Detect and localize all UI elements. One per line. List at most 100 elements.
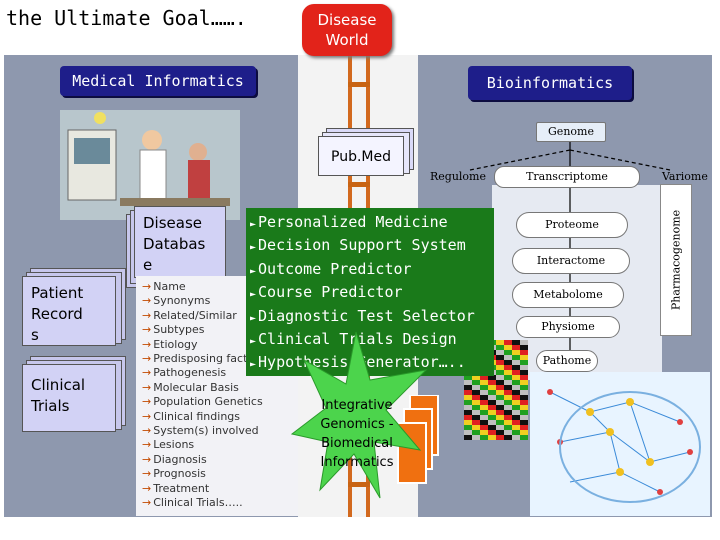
arrow-icon: →	[142, 337, 152, 351]
regulome-label: Regulome	[430, 170, 486, 183]
disease-world-line2: World	[325, 31, 369, 49]
disease-world-line1: Disease	[317, 11, 377, 29]
arrow-icon: →	[142, 294, 152, 308]
physiome-node: Physiome	[516, 316, 620, 338]
integrative-genomics-label: Integrative Genomics - Biomedical Inform…	[302, 396, 412, 472]
disease-attribute-item: →Lesions	[142, 438, 264, 452]
triangle-bullet-icon: ►	[250, 359, 257, 371]
disease-attribute-item: →Pathogenesis	[142, 366, 264, 380]
arrow-icon: →	[142, 280, 152, 293]
omics-connector-lines	[469, 142, 671, 350]
variome-label: Variome	[662, 170, 708, 183]
interactome-node: Interactome	[512, 248, 630, 274]
clinic-illustration	[60, 110, 240, 220]
disease-attribute-label: Synonyms	[153, 294, 211, 308]
goal-label: Decision Support System	[258, 236, 466, 255]
goal-label: Outcome Predictor	[258, 259, 412, 278]
goal-label: Personalized Medicine	[258, 213, 448, 231]
disease-attribute-item: →Name	[142, 280, 264, 294]
page-title: the Ultimate Goal…….	[6, 6, 247, 30]
disease-attribute-item: →Population Genetics	[142, 395, 264, 409]
metabolome-node: Metabolome	[512, 282, 624, 308]
disease-attribute-item: →Treatment	[142, 482, 264, 496]
arrow-icon: →	[142, 496, 152, 510]
arrow-icon: →	[142, 395, 152, 409]
goal-item: ►Diagnostic Test Selector	[250, 306, 475, 329]
pathome-node: Pathome	[536, 350, 598, 372]
disease-attribute-label: Molecular Basis	[153, 380, 239, 394]
arrow-icon: →	[142, 452, 152, 466]
arrow-icon: →	[142, 323, 152, 337]
triangle-bullet-icon: ►	[250, 336, 257, 348]
disease-attribute-label: Lesions	[153, 438, 195, 452]
goal-item: ►Decision Support System	[250, 235, 475, 258]
disease-attribute-label: Treatment	[153, 481, 210, 495]
disease-attribute-label: Clinical Trials…..	[153, 496, 243, 510]
pubmed-stack: Pub.Med	[318, 128, 414, 176]
disease-attribute-label: Name	[153, 280, 186, 293]
integrative-line4: Informatics	[320, 455, 394, 470]
triangle-bullet-icon: ►	[250, 312, 257, 324]
medical-informatics-banner: Medical Informatics	[60, 66, 256, 96]
goal-item: ►Outcome Predictor	[250, 259, 475, 282]
arrow-icon: →	[142, 409, 152, 423]
arrow-icon: →	[142, 424, 152, 438]
pharmacogenome-label: Pharmacogenome	[669, 209, 683, 311]
genome-node: Genome	[536, 122, 606, 142]
disease-attribute-item: →Predisposing factors	[142, 352, 264, 366]
patient-rec-line3: s	[31, 326, 39, 344]
disease-attribute-label: System(s) involved	[153, 424, 259, 438]
disease-attribute-item: →System(s) involved	[142, 424, 264, 438]
disease-attribute-item: →Related/Similar	[142, 309, 264, 323]
clinical-trials-stack: Clinical Trials	[22, 356, 126, 432]
disease-db-line2: Databas	[143, 235, 206, 253]
arrow-icon: →	[142, 438, 152, 452]
triangle-bullet-icon: ►	[250, 242, 257, 254]
expression-heatmap-image	[464, 340, 528, 440]
bioinformatics-banner: Bioinformatics	[468, 66, 632, 100]
goal-item: ►Personalized Medicine	[250, 212, 475, 235]
disease-attribute-item: →Prognosis	[142, 467, 264, 481]
integrative-line1: Integrative	[321, 398, 393, 413]
patient-rec-line1: Patient	[31, 284, 84, 302]
disease-world-badge: Disease World	[302, 4, 392, 56]
arrow-icon: →	[142, 380, 152, 394]
disease-attribute-label: Related/Similar	[153, 308, 237, 322]
clinical-trials-line1: Clinical	[31, 376, 86, 394]
transcriptome-node: Transcriptome	[494, 166, 640, 188]
patient-rec-line2: Record	[31, 305, 83, 323]
disease-db-line1: Disease	[143, 214, 202, 232]
disease-attribute-label: Predisposing factors	[153, 352, 265, 366]
goal-label: Course Predictor	[258, 283, 403, 302]
integrative-line2: Genomics -	[320, 417, 394, 432]
goal-item: ►Course Predictor	[250, 282, 475, 305]
disease-attribute-item: →Clinical findings	[142, 410, 264, 424]
proteome-node: Proteome	[516, 212, 628, 238]
patient-records-label: Patient Record s	[22, 276, 116, 346]
triangle-bullet-icon: ►	[250, 289, 257, 301]
clinical-trials-line2: Trials	[31, 397, 70, 415]
disease-db-label: Disease Databas e	[134, 206, 226, 278]
disease-attribute-label: Pathogenesis	[153, 366, 227, 380]
patient-records-stack: Patient Record s	[22, 268, 126, 346]
integrative-line3: Biomedical	[321, 436, 393, 451]
disease-attribute-label: Subtypes	[153, 323, 205, 337]
goal-label: Diagnostic Test Selector	[258, 306, 475, 325]
goals-box	[246, 208, 494, 376]
disease-database-stack: Disease Databas e	[126, 206, 226, 288]
disease-attribute-item: →Clinical Trials…..	[142, 496, 264, 510]
disease-attribute-label: Prognosis	[153, 467, 206, 481]
disease-attribute-label: Population Genetics	[153, 395, 263, 409]
disease-attribute-label: Diagnosis	[153, 452, 207, 466]
triangle-bullet-icon: ►	[250, 219, 257, 230]
disease-attribute-item: →Etiology	[142, 338, 264, 352]
clinical-trials-label: Clinical Trials	[22, 364, 116, 432]
disease-attribute-item: →Synonyms	[142, 294, 264, 308]
disease-db-line3: e	[143, 256, 153, 274]
arrow-icon: →	[142, 467, 152, 481]
arrow-icon: →	[142, 352, 152, 366]
pathway-network-image	[530, 372, 710, 516]
pharmacogenome-node: Pharmacogenome	[660, 184, 692, 336]
pubmed-label: Pub.Med	[318, 136, 404, 176]
disease-attribute-item: →Diagnosis	[142, 453, 264, 467]
